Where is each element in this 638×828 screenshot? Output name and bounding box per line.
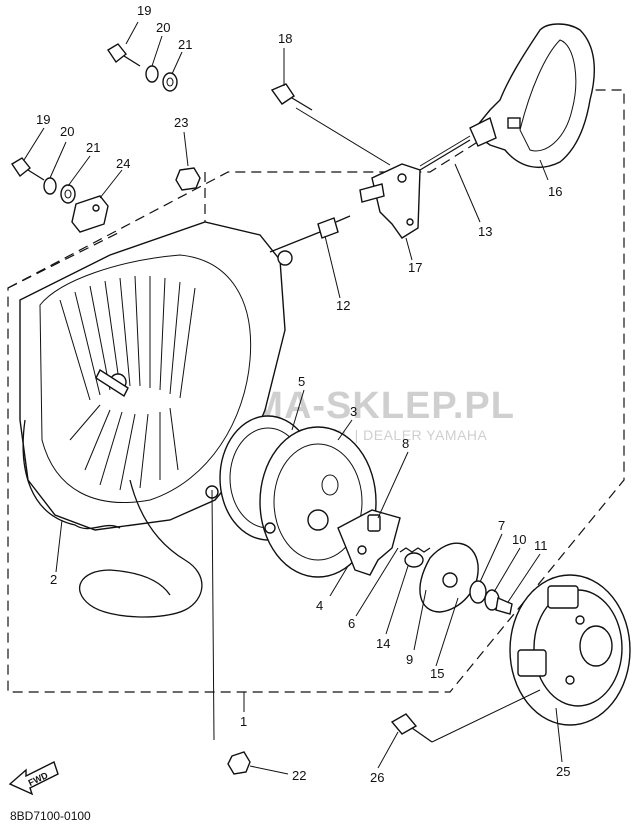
starter-housing — [19, 221, 293, 618]
callout-13: 13 — [478, 224, 492, 239]
drive-pawl — [337, 509, 401, 576]
callout-21-lower: 21 — [86, 140, 100, 155]
callout-20-upper: 20 — [156, 20, 170, 35]
callout-18: 18 — [278, 31, 292, 46]
fwd-arrow-icon: FWD — [8, 761, 59, 796]
leader-lines — [23, 21, 563, 775]
callout-3: 3 — [350, 404, 357, 419]
callout-19-lower: 19 — [36, 112, 50, 127]
callout-14: 14 — [376, 636, 390, 651]
callout-16: 16 — [548, 184, 562, 199]
callout-15: 15 — [430, 666, 444, 681]
friction-plate — [419, 542, 479, 613]
bolt-26 — [390, 689, 541, 743]
starter-pulley — [509, 574, 631, 726]
nut-23 — [175, 167, 201, 191]
cable-13 — [419, 135, 471, 171]
callout-23: 23 — [174, 115, 188, 130]
starter-rope — [269, 215, 351, 253]
callout-24: 24 — [116, 156, 130, 171]
callout-25: 25 — [556, 764, 570, 779]
nut-22 — [227, 751, 251, 775]
callout-7: 7 — [498, 518, 505, 533]
callout-1: 1 — [240, 714, 247, 729]
callout-8: 8 — [402, 436, 409, 451]
callout-22: 22 — [292, 768, 306, 783]
callout-20-lower: 20 — [60, 124, 74, 139]
callout-9: 9 — [406, 652, 413, 667]
callout-21-upper: 21 — [178, 37, 192, 52]
callout-labels: 19 20 21 19 20 21 24 23 18 16 13 17 12 5… — [36, 3, 570, 785]
guide-bracket — [359, 163, 421, 239]
callout-2: 2 — [50, 572, 57, 587]
bolt-stack-upper — [107, 43, 178, 92]
callout-5: 5 — [298, 374, 305, 389]
reference-code: 8BD7100-0100 — [10, 809, 91, 823]
callout-10: 10 — [512, 532, 526, 547]
callout-4: 4 — [316, 598, 323, 613]
plate-24 — [71, 195, 109, 233]
callout-12: 12 — [336, 298, 350, 313]
bolt-18 — [270, 83, 313, 111]
bolt-stack-lower — [11, 157, 76, 204]
callout-11: 11 — [534, 538, 548, 553]
spring — [399, 547, 431, 568]
callout-17: 17 — [408, 260, 422, 275]
callout-19-upper: 19 — [137, 3, 151, 18]
washer-stack — [469, 580, 513, 615]
callout-26: 26 — [370, 770, 384, 785]
callout-6: 6 — [348, 616, 355, 631]
starter-handle — [469, 23, 595, 169]
